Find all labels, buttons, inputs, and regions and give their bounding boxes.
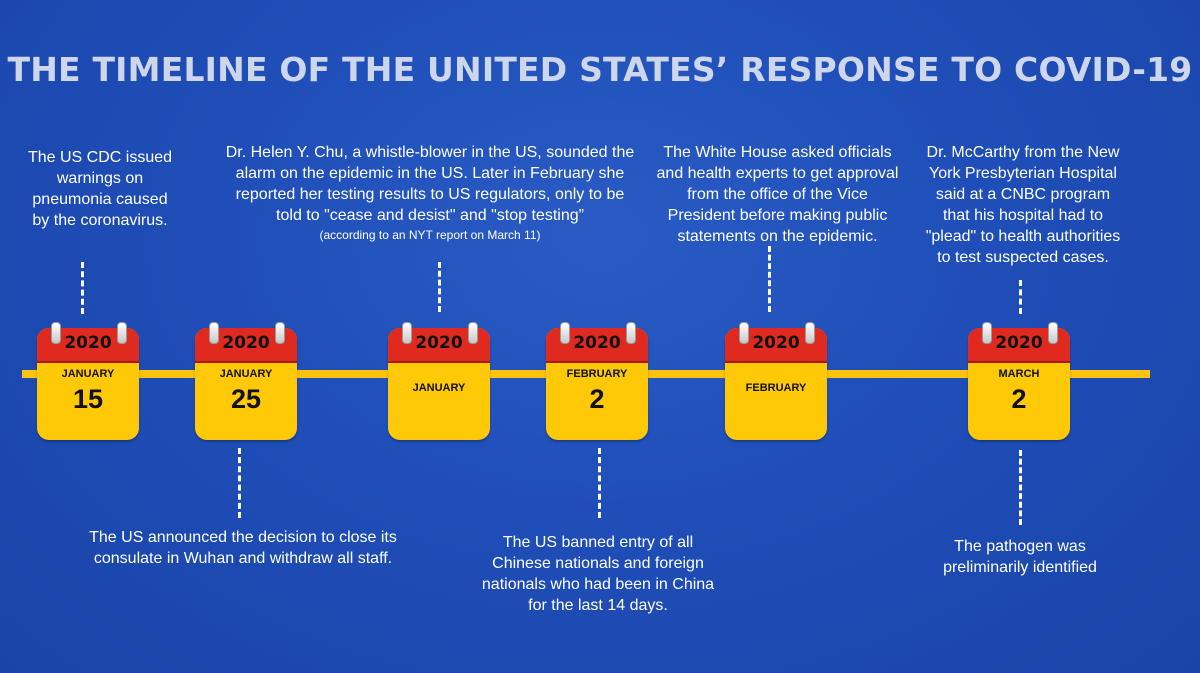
calendar-ring-icon: [805, 322, 815, 344]
calendar-day: 25: [230, 384, 262, 414]
calendar-jan: 2020 JANUARY: [388, 322, 490, 440]
calendar-year: 2020: [64, 333, 112, 353]
calendar-feb: 2020 FEBRUARY: [725, 322, 827, 440]
note-cdc-warning: The US CDC issued warnings on pneumonia …: [27, 149, 173, 229]
calendar-jan-25: 2020 JANUARY 25: [195, 322, 297, 440]
connector-dash: [438, 262, 441, 312]
calendar-ring-icon: [51, 322, 61, 344]
calendar-jan-15: 2020 JANUARY 15: [37, 322, 139, 440]
calendar-day: 2: [589, 384, 605, 414]
calendar-ring-icon: [560, 322, 570, 344]
calendar-ring-icon: [739, 322, 749, 344]
note-mccarthy: Dr. McCarthy from the New York Presbyter…: [925, 144, 1121, 266]
note-wuhan-consulate: The US announced the decision to close i…: [89, 529, 397, 567]
calendar-feb-2: 2020 FEBRUARY 2: [546, 322, 648, 440]
note-helen-chu: Dr. Helen Y. Chu, a whistle-blower in th…: [222, 142, 638, 244]
note-helen-chu-text: Dr. Helen Y. Chu, a whistle-blower in th…: [225, 144, 635, 224]
calendar-body: [725, 328, 827, 440]
connector-dash: [81, 262, 84, 314]
note-entry-ban: The US banned entry of all Chinese natio…: [481, 534, 715, 614]
calendar-year: 2020: [415, 333, 463, 353]
calendar-ring-icon: [982, 322, 992, 344]
connector-dash: [598, 448, 601, 518]
calendar-ring-icon: [402, 322, 412, 344]
calendar-body: [195, 328, 297, 440]
calendar-ring-icon: [275, 322, 285, 344]
note-pathogen: The pathogen was preliminarily identifie…: [943, 538, 1097, 576]
calendar-year: 2020: [573, 333, 621, 353]
calendar-day: 2: [1011, 384, 1027, 414]
calendar-ring-icon: [1048, 322, 1058, 344]
calendar-ring-icon: [468, 322, 478, 344]
calendar-month: JANUARY: [61, 368, 115, 380]
calendar-month: JANUARY: [219, 368, 273, 380]
calendar-ring-icon: [209, 322, 219, 344]
calendar-month: FEBRUARY: [745, 382, 807, 394]
calendar-month: JANUARY: [412, 382, 466, 394]
connector-dash: [238, 448, 241, 518]
connector-dash: [768, 246, 771, 312]
calendar-ring-icon: [117, 322, 127, 344]
calendar-month: MARCH: [998, 368, 1040, 380]
calendar-year: 2020: [222, 333, 270, 353]
note-white-house: The White House asked officials and heal…: [656, 144, 899, 245]
calendar-ring-icon: [626, 322, 636, 344]
connector-dash: [1019, 450, 1022, 525]
note-helen-chu-source: (according to an NYT report on March 11): [319, 228, 541, 242]
calendar-year: 2020: [752, 333, 800, 353]
calendar-year: 2020: [995, 333, 1043, 353]
calendar-month: FEBRUARY: [566, 368, 628, 380]
calendar-day: 15: [72, 384, 104, 414]
calendar-mar-2: 2020 MARCH 2: [968, 322, 1070, 440]
connector-dash: [1019, 280, 1022, 314]
page-title: THE TIMELINE OF THE UNITED STATES’ RESPO…: [7, 50, 1193, 89]
